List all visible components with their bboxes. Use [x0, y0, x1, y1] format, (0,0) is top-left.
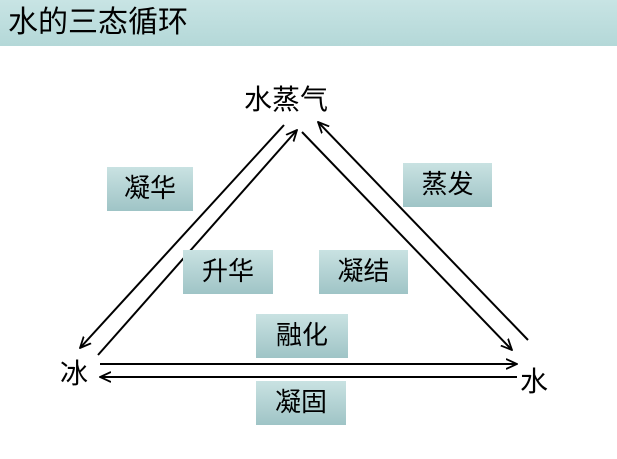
label-evaporation: 蒸发 — [403, 163, 492, 207]
label-freezing: 凝固 — [256, 381, 346, 425]
arrow-desublimation — [80, 124, 285, 348]
label-melting: 融化 — [256, 314, 348, 358]
label-sublimation: 升华 — [183, 250, 273, 294]
node-vapor: 水蒸气 — [244, 83, 329, 116]
arrow-sublimation — [97, 130, 297, 356]
title-bar: 水的三态循环 — [0, 0, 617, 46]
node-ice: 冰 — [60, 357, 89, 390]
arrow-condensation — [301, 131, 512, 350]
arrow-evaporation — [318, 122, 529, 341]
node-water: 水 — [520, 365, 549, 398]
page-title: 水的三态循环 — [8, 5, 188, 40]
label-desublimation: 凝华 — [107, 167, 193, 211]
label-condensation: 凝结 — [319, 250, 408, 294]
